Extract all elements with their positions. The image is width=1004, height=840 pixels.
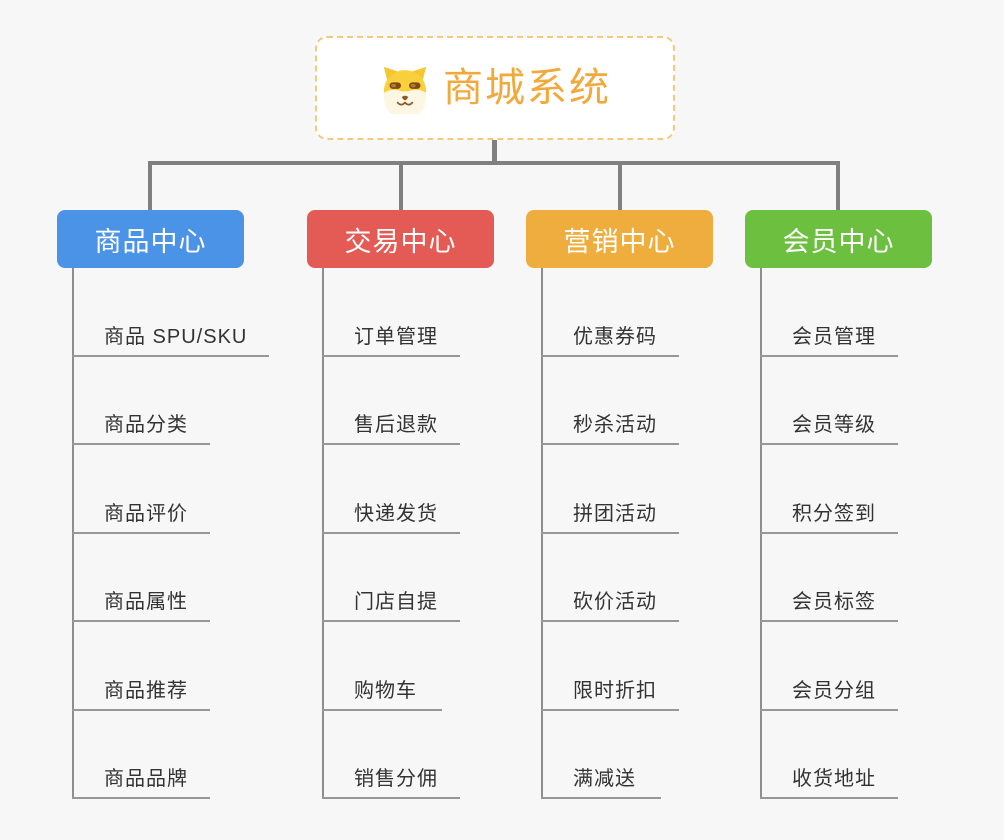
child-item[interactable]: 商品品牌 — [72, 711, 210, 799]
child-item[interactable]: 优惠券码 — [541, 268, 679, 357]
connector-drop-3 — [618, 163, 622, 210]
child-item[interactable]: 限时折扣 — [541, 622, 679, 711]
child-item[interactable]: 会员分组 — [760, 622, 898, 711]
child-item[interactable]: 会员标签 — [760, 534, 898, 622]
child-item[interactable]: 秒杀活动 — [541, 357, 679, 445]
child-item[interactable]: 订单管理 — [322, 268, 460, 357]
branch-node-trade-center[interactable]: 交易中心 — [307, 210, 494, 268]
branch-node-product-center[interactable]: 商品中心 — [57, 210, 244, 268]
child-item[interactable]: 销售分佣 — [322, 711, 460, 799]
child-item[interactable]: 商品分类 — [72, 357, 210, 445]
child-item[interactable]: 满减送 — [541, 711, 661, 799]
branch-spine-2 — [322, 268, 324, 799]
branch-node-marketing-center[interactable]: 营销中心 — [526, 210, 713, 268]
root-node-mall-system[interactable]: 商城系统 — [315, 36, 675, 140]
child-item[interactable]: 拼团活动 — [541, 445, 679, 534]
branch-spine-1 — [72, 268, 74, 799]
child-item[interactable]: 商品属性 — [72, 534, 210, 622]
child-item[interactable]: 门店自提 — [322, 534, 460, 622]
child-item[interactable]: 售后退款 — [322, 357, 460, 445]
branch-spine-4 — [760, 268, 762, 799]
connector-bus — [148, 161, 840, 165]
connector-drop-1 — [148, 163, 152, 210]
child-item[interactable]: 砍价活动 — [541, 534, 679, 622]
branch-spine-3 — [541, 268, 543, 799]
branch-children-member-center: 会员管理 会员等级 积分签到 会员标签 会员分组 收货地址 — [760, 268, 898, 799]
connector-root-stub — [492, 140, 497, 163]
child-item[interactable]: 会员等级 — [760, 357, 898, 445]
child-item[interactable]: 快递发货 — [322, 445, 460, 534]
child-item[interactable]: 商品评价 — [72, 445, 210, 534]
child-item[interactable]: 商品 SPU/SKU — [72, 268, 270, 357]
child-item[interactable]: 商品推荐 — [72, 622, 210, 711]
connector-drop-4 — [836, 163, 840, 210]
branch-children-trade-center: 订单管理 售后退款 快递发货 门店自提 购物车 销售分佣 — [322, 268, 460, 799]
root-title: 商城系统 — [443, 66, 611, 110]
child-item[interactable]: 收货地址 — [760, 711, 898, 799]
branch-children-marketing-center: 优惠券码 秒杀活动 拼团活动 砍价活动 限时折扣 满减送 — [541, 268, 679, 799]
branch-children-product-center: 商品 SPU/SKU 商品分类 商品评价 商品属性 商品推荐 商品品牌 — [72, 268, 270, 799]
connector-drop-2 — [399, 163, 403, 210]
branch-node-member-center[interactable]: 会员中心 — [745, 210, 932, 268]
child-item[interactable]: 会员管理 — [760, 268, 898, 357]
dog-face-icon — [383, 66, 427, 114]
child-item[interactable]: 购物车 — [322, 622, 442, 711]
child-item[interactable]: 积分签到 — [760, 445, 898, 534]
